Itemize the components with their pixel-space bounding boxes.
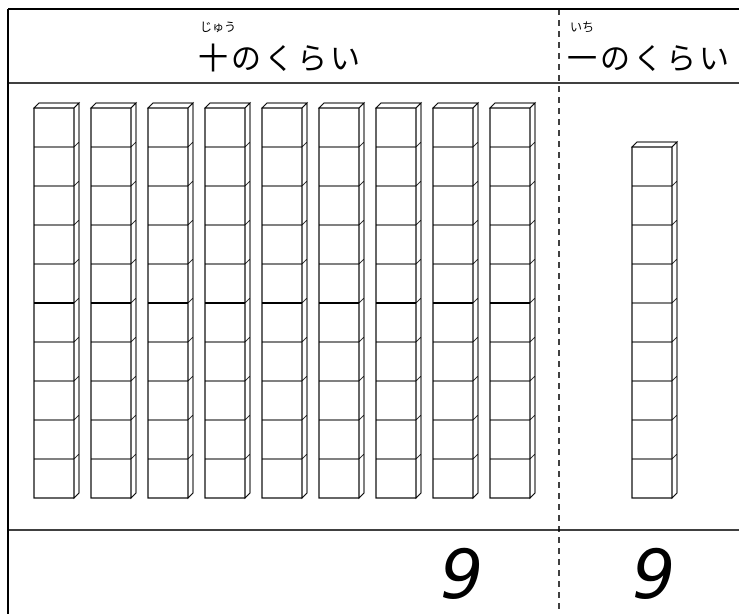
tens-column-title: 十のくらい <box>198 34 363 78</box>
ten-rod-3 <box>148 103 193 498</box>
ten-rod-5 <box>262 103 307 498</box>
ten-rod-9 <box>490 103 535 498</box>
ten-rod-7 <box>376 103 421 498</box>
ten-rod-8 <box>433 103 478 498</box>
ten-rod-4 <box>205 103 250 498</box>
ones-cube-stack <box>632 142 677 498</box>
tens-ruby: じゅう <box>200 18 236 35</box>
ten-rod-2 <box>91 103 136 498</box>
ten-rod-6 <box>319 103 364 498</box>
ones-blocks-area <box>632 142 677 498</box>
ones-digit: 9 <box>632 542 675 610</box>
ones-column-title: 一のくらい <box>567 34 732 78</box>
tens-blocks-area <box>34 103 535 498</box>
tens-digit: 9 <box>440 542 483 610</box>
ten-rod-1 <box>34 103 79 498</box>
ones-ruby: いち <box>570 18 594 35</box>
